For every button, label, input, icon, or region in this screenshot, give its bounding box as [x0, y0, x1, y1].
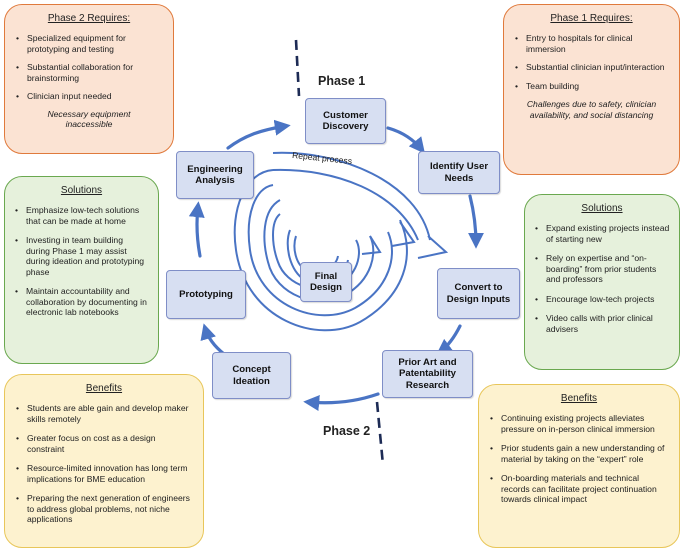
flow-arrows [188, 119, 484, 411]
list-item: Continuing existing projects alleviates … [489, 413, 669, 434]
list-item: Video calls with prior clinical advisers [534, 313, 670, 334]
solutions-right-panel: Solutions Expand existing projects inste… [524, 194, 680, 370]
stage-convert-to-design-inputs: Convert to Design Inputs [437, 268, 520, 319]
list-item: Specialized equipment for prototyping an… [15, 33, 163, 54]
list-item: Prior students gain a new understanding … [489, 443, 669, 464]
spiral [233, 151, 449, 332]
list-item: Encourage low-tech projects [534, 294, 670, 305]
list-item: Entry to hospitals for clinical immersio… [514, 33, 669, 54]
phase2-label: Phase 2 [323, 424, 371, 438]
phase1-requires-title: Phase 1 Requires: [550, 13, 633, 24]
solutions-right-title: Solutions [581, 203, 623, 214]
phase1-requires-note: Challenges due to safety, clinician avai… [526, 99, 657, 120]
list-item: Clinician input needed [15, 91, 163, 102]
stage-identify-user-needs: Identify User Needs [418, 151, 500, 194]
arrow-1 [386, 126, 425, 154]
benefits-right-title: Benefits [560, 393, 598, 404]
arrow-4 [303, 392, 380, 411]
stage-concept-ideation: Concept Ideation [212, 352, 291, 399]
phase2-requires-note: Necessary equipment inaccessible [47, 108, 131, 130]
list-item: Expand existing projects instead of star… [534, 223, 670, 244]
list-item: Investing in team building during Phase … [14, 235, 149, 277]
phase2-requires-panel: Phase 2 Requires: Specialized equipment … [4, 4, 174, 154]
list-item: Maintain accountability and collaboratio… [14, 286, 149, 317]
stage-prior-art: Prior Art and Patentability Research [382, 350, 473, 398]
list-item: Students are able gain and develop maker… [15, 403, 193, 424]
list-item: Team building [514, 81, 669, 92]
arrow-7 [226, 119, 291, 150]
arrow-6 [188, 201, 205, 258]
list-item: On-boarding materials and technical reco… [489, 473, 669, 504]
phase1-requires-panel: Phase 1 Requires: Entry to hospitals for… [503, 4, 680, 175]
list-item: Rely on expertise and “on-boarding” from… [534, 253, 670, 284]
list-item: Greater focus on cost as a design constr… [15, 433, 193, 454]
arrow-3 [436, 324, 462, 355]
phase2-requires-title: Phase 2 Requires: [47, 13, 131, 24]
list-item: Preparing the next generation of enginee… [15, 493, 193, 524]
phase-divider-bottom [375, 401, 385, 466]
solutions-left-title: Solutions [60, 185, 103, 196]
stage-customer-discovery: Customer Discovery [305, 98, 386, 144]
stage-final-design: Final Design [300, 262, 352, 302]
stage-engineering-analysis: Engineering Analysis [176, 151, 254, 199]
solutions-left-panel: Solutions Emphasize low-tech solutions t… [4, 176, 159, 364]
phase-divider-top [294, 39, 301, 97]
list-item: Resource-limited innovation has long ter… [15, 463, 193, 484]
list-item: Emphasize low-tech solutions that can be… [14, 205, 149, 226]
stage-prototyping: Prototyping [166, 270, 246, 319]
benefits-left-title: Benefits [85, 383, 123, 394]
list-item: Substantial collaboration for brainstorm… [15, 62, 163, 83]
benefits-left-panel: Benefits Students are able gain and deve… [4, 374, 204, 548]
arrow-2 [467, 194, 484, 249]
list-item: Substantial clinician input/interaction [514, 62, 669, 73]
arrow-5 [200, 323, 226, 356]
benefits-right-panel: Benefits Continuing existing projects al… [478, 384, 680, 548]
phase1-label: Phase 1 [318, 74, 366, 88]
